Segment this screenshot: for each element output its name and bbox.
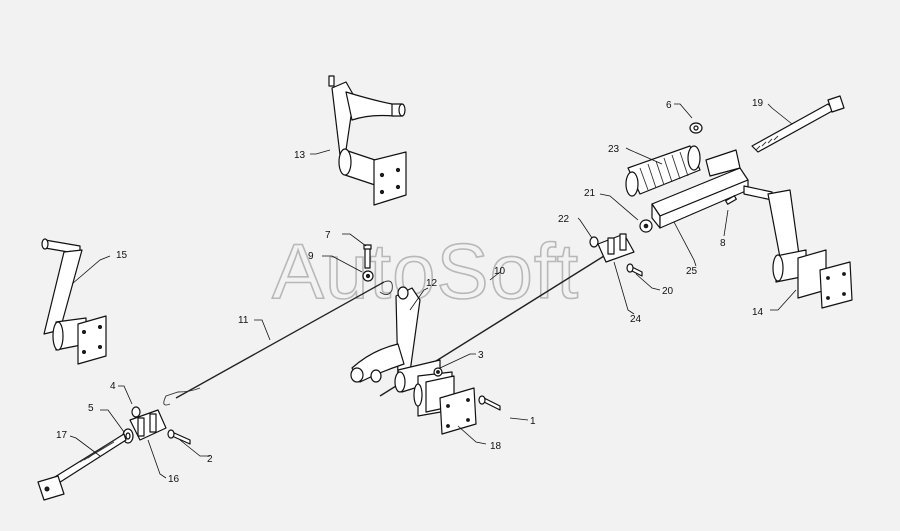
callout-11: 11 — [238, 315, 249, 326]
callout-12: 12 — [426, 278, 438, 289]
callout-13: 13 — [294, 150, 306, 161]
callout-21: 21 — [584, 188, 596, 199]
callout-labels: 1 2 3 4 5 6 7 8 9 10 11 12 13 14 15 16 1… — [56, 98, 764, 485]
callout-14: 14 — [752, 307, 764, 318]
part-24-clevis — [597, 233, 635, 263]
callout-5: 5 — [88, 403, 94, 414]
callout-leaders — [69, 103, 797, 479]
callout-19: 19 — [752, 98, 764, 109]
part-21-nut — [639, 219, 653, 233]
callout-17: 17 — [56, 430, 68, 441]
callout-24: 24 — [630, 314, 642, 325]
part-9-clip — [362, 270, 374, 282]
callout-18: 18 — [490, 441, 502, 452]
part-4-nut — [131, 406, 141, 418]
part-11-long-rod — [163, 280, 393, 406]
part-8-pin — [725, 195, 737, 205]
watermark-text: AutoSoft — [272, 227, 579, 315]
part-14-crank-lever — [743, 185, 853, 309]
callout-23: 23 — [608, 144, 620, 155]
part-19-long-bolt — [751, 95, 845, 153]
callout-16: 16 — [168, 474, 180, 485]
part-6-washer — [689, 122, 703, 134]
part-22-nut — [589, 236, 599, 248]
callout-15: 15 — [116, 250, 128, 261]
callout-9: 9 — [308, 251, 314, 262]
part-2-bolt — [167, 429, 191, 445]
part-1-bolt — [478, 395, 501, 411]
callout-25: 25 — [686, 266, 698, 277]
part-20-bolt — [626, 263, 643, 277]
callout-2: 2 — [207, 454, 213, 465]
callout-7: 7 — [325, 230, 331, 241]
callout-1: 1 — [530, 416, 536, 427]
part-13-lever-bracket — [328, 75, 407, 206]
part-25-arm-bar — [651, 149, 749, 229]
part-16-clevis — [129, 409, 167, 441]
part-3-nut — [433, 367, 443, 377]
callout-4: 4 — [110, 381, 116, 392]
callout-8: 8 — [720, 238, 726, 249]
part-23-spring — [625, 145, 701, 197]
part-18-plate — [439, 387, 477, 435]
part-15-crank-lever — [41, 238, 107, 365]
callout-22: 22 — [558, 214, 570, 225]
part-17-threaded-rod — [37, 433, 127, 501]
callout-6: 6 — [666, 100, 672, 111]
callout-3: 3 — [478, 350, 484, 361]
part-7-pin — [363, 244, 372, 269]
callout-10: 10 — [494, 266, 506, 277]
callout-20: 20 — [662, 286, 674, 297]
